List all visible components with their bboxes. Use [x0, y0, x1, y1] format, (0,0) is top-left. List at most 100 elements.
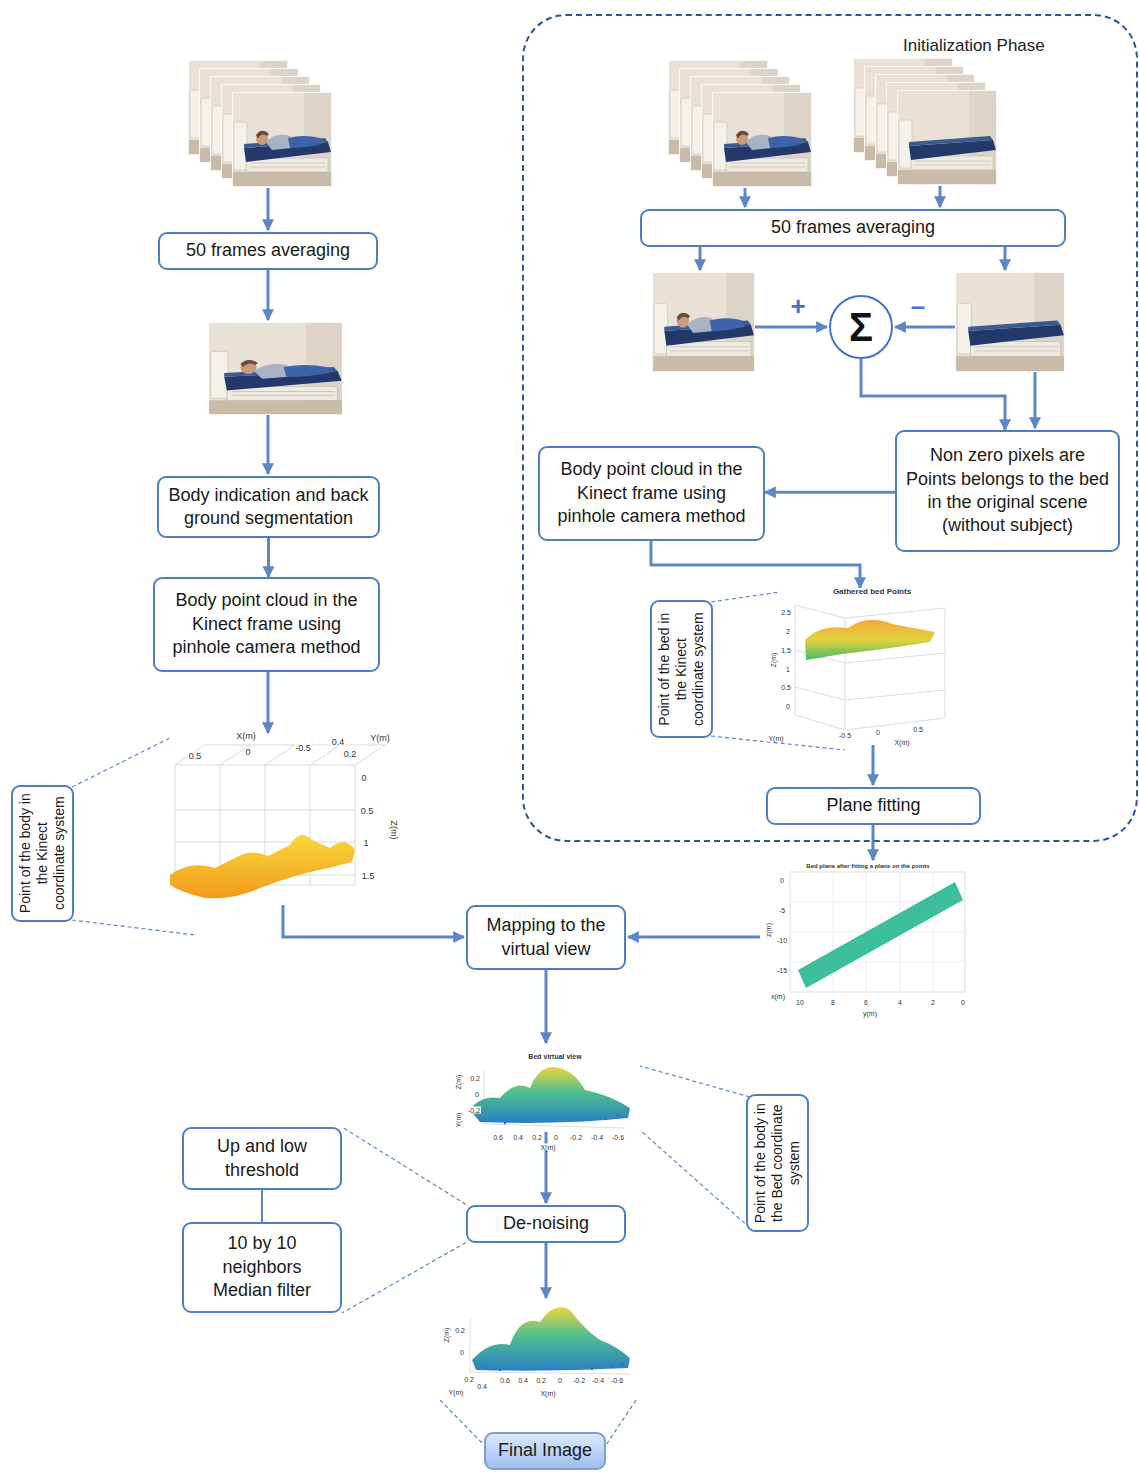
axis-label: 0: [779, 877, 785, 884]
flow-arrow: [267, 188, 270, 230]
virtual-view-plot: [491, 1119, 493, 1121]
process-box: Body indication and back ground segmenta…: [157, 476, 380, 538]
axis-label: -0.2: [467, 1107, 481, 1114]
axis-label: X(m): [539, 1390, 556, 1397]
process-box: De-noising: [466, 1205, 626, 1243]
virtual-view-plot: [521, 1120, 523, 1122]
callout-box: Point of the bed in the Kinect coordinat…: [650, 600, 713, 738]
flow-connector: [267, 538, 270, 577]
node-text: Mapping to the virtual view: [476, 914, 616, 961]
node-text: Σ: [849, 307, 873, 347]
axis-label: Y(m): [447, 1389, 464, 1396]
final-plot: [472, 1307, 630, 1371]
axis-label: -0.5: [294, 744, 312, 753]
node-text: Plane fitting: [826, 794, 920, 817]
flow-arrow: [1034, 372, 1037, 428]
photo-stack: [853, 58, 997, 185]
body-point-cloud-plot: [220, 745, 340, 765]
sign-label: –: [910, 293, 926, 319]
flow-arrow: [744, 188, 747, 207]
process-box: 50 frames averaging: [158, 232, 378, 270]
axis-label: 0.5: [188, 752, 203, 761]
photo-stack: [897, 90, 997, 185]
bed-points-plot: [795, 605, 945, 730]
axis-label: 0.2: [531, 1134, 543, 1141]
final-plot: [485, 1367, 487, 1369]
flow-arrow: [267, 415, 270, 474]
bed-points-plot: [795, 605, 945, 730]
flow-arrow: [699, 247, 702, 270]
final-plot: [591, 1368, 593, 1370]
photo-stack: [232, 92, 332, 187]
axis-label: -10: [776, 937, 788, 944]
node-text: 10 by 10 neighbors Median filter: [192, 1232, 332, 1302]
averaged-photo: [955, 272, 1065, 372]
photo-stack: [188, 60, 332, 187]
axis-label: -0.4: [590, 1134, 604, 1141]
final-plot: [499, 1369, 501, 1371]
axis-label: -0.2: [569, 1134, 583, 1141]
sum-junction: Σ: [829, 295, 893, 359]
axis-label: 0: [474, 1091, 480, 1098]
flow-arrow: [545, 970, 548, 1043]
axis-label: Z(m): [455, 1074, 462, 1091]
axis-label: 2: [930, 999, 936, 1006]
flow-arrow: [545, 1242, 548, 1298]
axis-label: Y(m): [455, 1111, 462, 1128]
node-text: De-noising: [503, 1212, 589, 1235]
flow-arrow: [267, 270, 270, 320]
virtual-view-plot: [470, 1067, 630, 1123]
axis-label: 0.6: [492, 1134, 504, 1141]
flow-arrow: [1004, 247, 1007, 270]
phase-region: Initialization Phase50 frames averagingΣ…: [522, 14, 1138, 842]
axis-label: 0.4: [331, 738, 346, 747]
axis-label: 1.5: [780, 647, 792, 654]
axis-label: -5: [778, 907, 786, 914]
axis-label: y(m): [862, 1010, 878, 1017]
bed-plane-plot: [798, 882, 963, 988]
axis-label: 0.5: [780, 684, 792, 691]
axis-label: 0: [459, 1349, 465, 1356]
virtual-view-plot: [470, 1067, 630, 1128]
axis-label: 1: [785, 666, 791, 673]
process-box: Body point cloud in the Kinect frame usi…: [153, 577, 380, 672]
flow-arrow: [628, 936, 760, 939]
axis-label: -0.6: [611, 1134, 625, 1141]
axis-label: 0: [785, 703, 791, 710]
axis-label: 1: [362, 839, 369, 848]
flow-arrow: [895, 326, 955, 329]
flow-arrow: [267, 672, 270, 733]
averaged-photo: [208, 322, 343, 415]
axis-label: 0: [557, 1377, 563, 1384]
dashed-connector: [342, 1127, 466, 1205]
output-box: Final Image: [484, 1432, 606, 1470]
process-box: 50 frames averaging: [640, 209, 1066, 247]
axis-label: 0.4: [476, 1383, 488, 1390]
flow-connector: [765, 491, 895, 494]
axis-label: 0.4: [517, 1377, 529, 1384]
virtual-view-plot: [491, 1115, 619, 1124]
node-text: Body indication and back ground segmenta…: [167, 484, 370, 531]
node-text: Body point cloud in the Kinect frame usi…: [548, 458, 755, 528]
bed-points-plot: [795, 605, 945, 618]
axis-label: 0: [360, 774, 367, 783]
process-box: Mapping to the virtual view: [466, 905, 626, 970]
bed-points-plot: [795, 605, 945, 730]
axis-label: 0.5: [912, 726, 924, 733]
flow-connector: [861, 359, 1005, 430]
axis-label: 0.4: [512, 1134, 524, 1141]
axis-label: 2.5: [780, 609, 792, 616]
flow-arrow: [651, 541, 860, 588]
node-text: Up and low threshold: [192, 1135, 332, 1182]
axis-label: -0.6: [610, 1377, 624, 1384]
node-text: Final Image: [498, 1439, 592, 1462]
body-point-cloud-plot: [170, 745, 385, 898]
photo-stack: [668, 60, 812, 187]
axis-label: 0.2: [343, 750, 358, 759]
final-plot: [485, 1364, 623, 1371]
axis-label: 0.2: [463, 1376, 475, 1383]
axis-label: 0.2: [535, 1377, 547, 1384]
axis-label: 1.5: [361, 872, 376, 881]
bed-plane-plot: [790, 872, 965, 992]
